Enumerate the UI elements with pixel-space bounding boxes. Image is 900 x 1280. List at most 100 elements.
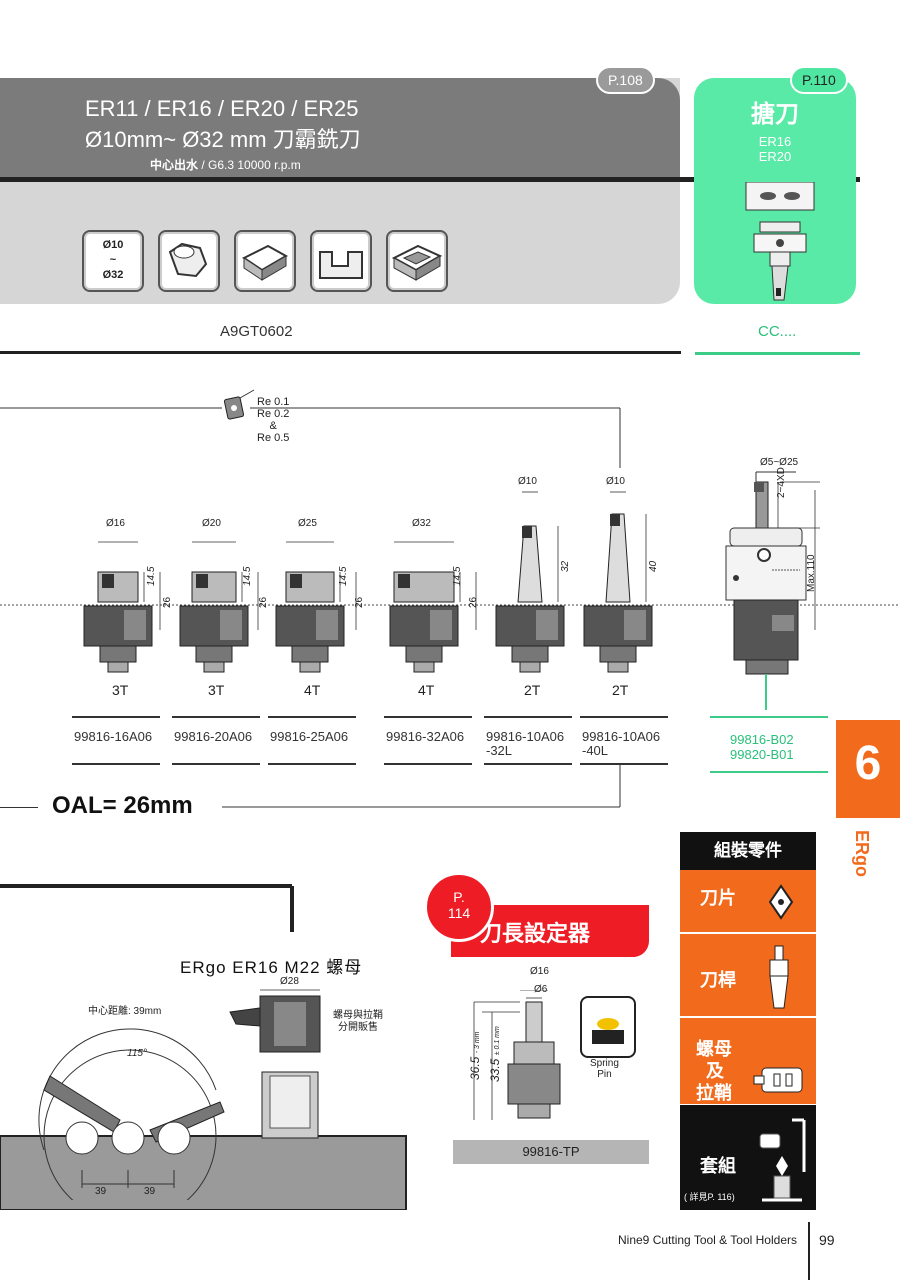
spring-pin-icon <box>580 996 636 1058</box>
insert-callout-lines <box>0 389 621 468</box>
boring-title: 搪刀 <box>751 101 799 128</box>
page-title: ER11 / ER16 / ER20 / ER25 <box>85 96 359 121</box>
nut-frame <box>0 884 407 1210</box>
tool-diameter: Ø10 <box>606 476 625 487</box>
pocket-block-icon <box>386 230 448 292</box>
tool-part-number[interactable]: 99816-25A06 <box>270 730 348 744</box>
tool-part-number[interactable]: 99816-10A06-32L <box>486 730 564 758</box>
tool-teeth: 3T <box>208 682 225 698</box>
diameter-range-icon: Ø10 ~ Ø32 <box>82 230 144 292</box>
menu-item-set[interactable] <box>680 1105 816 1210</box>
tls-d1: Ø16 <box>530 966 549 977</box>
tool-part-number[interactable]: 99816-16A06 <box>74 730 152 744</box>
subtitle-balance: / G6.3 10000 r.p.m <box>198 158 301 172</box>
tool-neck-length: 32 <box>560 560 571 572</box>
tool-drawing <box>389 541 477 673</box>
menu-header: 組裝零件 <box>680 832 816 870</box>
radius-05: Re 0.5 <box>257 432 290 444</box>
oal-label: OAL= 26mm <box>52 792 193 819</box>
dia-min: Ø10 <box>102 239 124 251</box>
shank-icon <box>769 945 789 1009</box>
menu-item-shank[interactable] <box>680 934 816 1016</box>
part-line: 99816-10A06 <box>582 729 661 744</box>
tool-height-cut: 14.5 <box>338 566 349 586</box>
part-line: 99816-20A06 <box>174 729 253 744</box>
boring-part-b02[interactable]: 99816-B02 <box>730 732 794 747</box>
nut-drawing <box>229 989 321 1139</box>
tls-len1: 36.5 - 3 mm <box>468 1032 482 1080</box>
tool-drawing <box>495 491 565 673</box>
chapter-name: ERgo <box>852 830 872 877</box>
tool-part-number[interactable]: 99816-20A06 <box>174 730 252 744</box>
page-ref-108[interactable]: P.108 <box>596 66 655 94</box>
page-ref-110[interactable]: P.110 <box>790 66 848 94</box>
tls-len1-tol: - 3 mm <box>474 1031 481 1054</box>
slot-block-icon <box>310 230 372 292</box>
spring-pin-2: Pin <box>597 1069 612 1080</box>
tool-length-setter-drawing <box>473 990 561 1120</box>
insert-radius-label: Re 0.1 Re 0.2 & Re 0.5 <box>257 396 289 444</box>
menu-nut-2: 及 <box>706 1061 724 1081</box>
menu-set-note[interactable]: ( 詳見P. 116) <box>684 1192 735 1202</box>
boring-part-rule-top <box>710 716 828 718</box>
part-rule-bottom <box>384 763 472 765</box>
dia-max: Ø32 <box>102 269 124 281</box>
tool-teeth: 2T <box>524 682 541 698</box>
part-line: 99816-25A06 <box>270 729 349 744</box>
menu-item-insert[interactable] <box>680 870 816 932</box>
part-line: -32L <box>486 743 513 758</box>
tool-diameter: Ø32 <box>412 518 431 529</box>
tls-len1-value: 36.5 <box>468 1056 482 1080</box>
tool-part-number[interactable]: 99816-10A06-40L <box>582 730 660 758</box>
menu-nut-3: 拉鞘 <box>696 1083 732 1103</box>
subtitle-coolant: 中心出水 <box>150 158 199 172</box>
insert-rule <box>0 351 681 354</box>
part-line: 99816-10A06 <box>486 729 565 744</box>
tool-drawings <box>0 491 900 673</box>
subtitle: 中心出水 / G6.3 10000 r.p.m <box>150 156 301 173</box>
part-line: -40L <box>582 743 609 758</box>
menu-shank-label: 刀桿 <box>700 970 736 990</box>
boring-er16: ER16 <box>758 134 792 149</box>
tool-teeth: 3T <box>112 682 129 698</box>
part-rule-top <box>268 716 356 718</box>
part-rule-top <box>384 716 472 718</box>
spring-pin-label: Spring Pin <box>590 1058 619 1080</box>
part-line: 99816-32A06 <box>386 729 465 744</box>
tool-length-setter-title: 刀長設定器 <box>480 921 591 946</box>
header-title-band <box>0 78 680 180</box>
tool-part-number[interactable]: 99816-32A06 <box>386 730 464 744</box>
chapter-tab[interactable] <box>836 720 900 818</box>
tool-height-total: 26 <box>354 596 365 608</box>
tool-drawing <box>83 541 161 673</box>
part-line: 99816-16A06 <box>74 729 153 744</box>
menu-set-label: 套組 <box>700 1156 736 1176</box>
nut-title: ERgo ER16 M22 螺母 <box>180 958 363 977</box>
radius-02: Re 0.2 <box>257 408 290 420</box>
boring-part-b01[interactable]: 99820-B01 <box>730 747 794 762</box>
menu-nut-1: 螺母 <box>696 1039 732 1059</box>
tool-length-setter-part[interactable]: 99816-TP <box>453 1140 649 1164</box>
boring-max: Max.110 <box>806 554 817 592</box>
nut-sold-2: 分開販售 <box>338 1022 378 1033</box>
tool-drawing <box>179 541 259 673</box>
boring-insert-code: CC.... <box>758 323 797 340</box>
wrench-angle: 115° <box>127 1048 147 1059</box>
center-distance: 中心距離: 39mm <box>88 1006 162 1017</box>
tool-drawing <box>275 541 357 673</box>
tool-height-total: 26 <box>468 596 479 608</box>
page-title-range: Ø10mm~ Ø32 mm 刀霸銑刀 <box>85 127 361 152</box>
menu-nut-label: 螺母 及 拉鞘 <box>696 1038 732 1104</box>
page-ref-114[interactable]: P. 114 <box>424 872 494 942</box>
tool-diameter: Ø25 <box>298 518 317 529</box>
dia-sep: ~ <box>109 254 117 266</box>
nut-sold-1: 螺母與拉鞘 <box>333 1010 383 1021</box>
tool-diameter: Ø10 <box>518 476 537 487</box>
oal-leader <box>222 764 621 808</box>
radius-and: & <box>269 420 277 432</box>
header-rule <box>0 177 860 182</box>
nut-icon <box>753 1067 803 1093</box>
tls-len2: 33.5 ± 0.1 mm <box>488 1026 502 1082</box>
tool-diameter: Ø20 <box>202 518 221 529</box>
tool-height-total: 26 <box>258 596 269 608</box>
